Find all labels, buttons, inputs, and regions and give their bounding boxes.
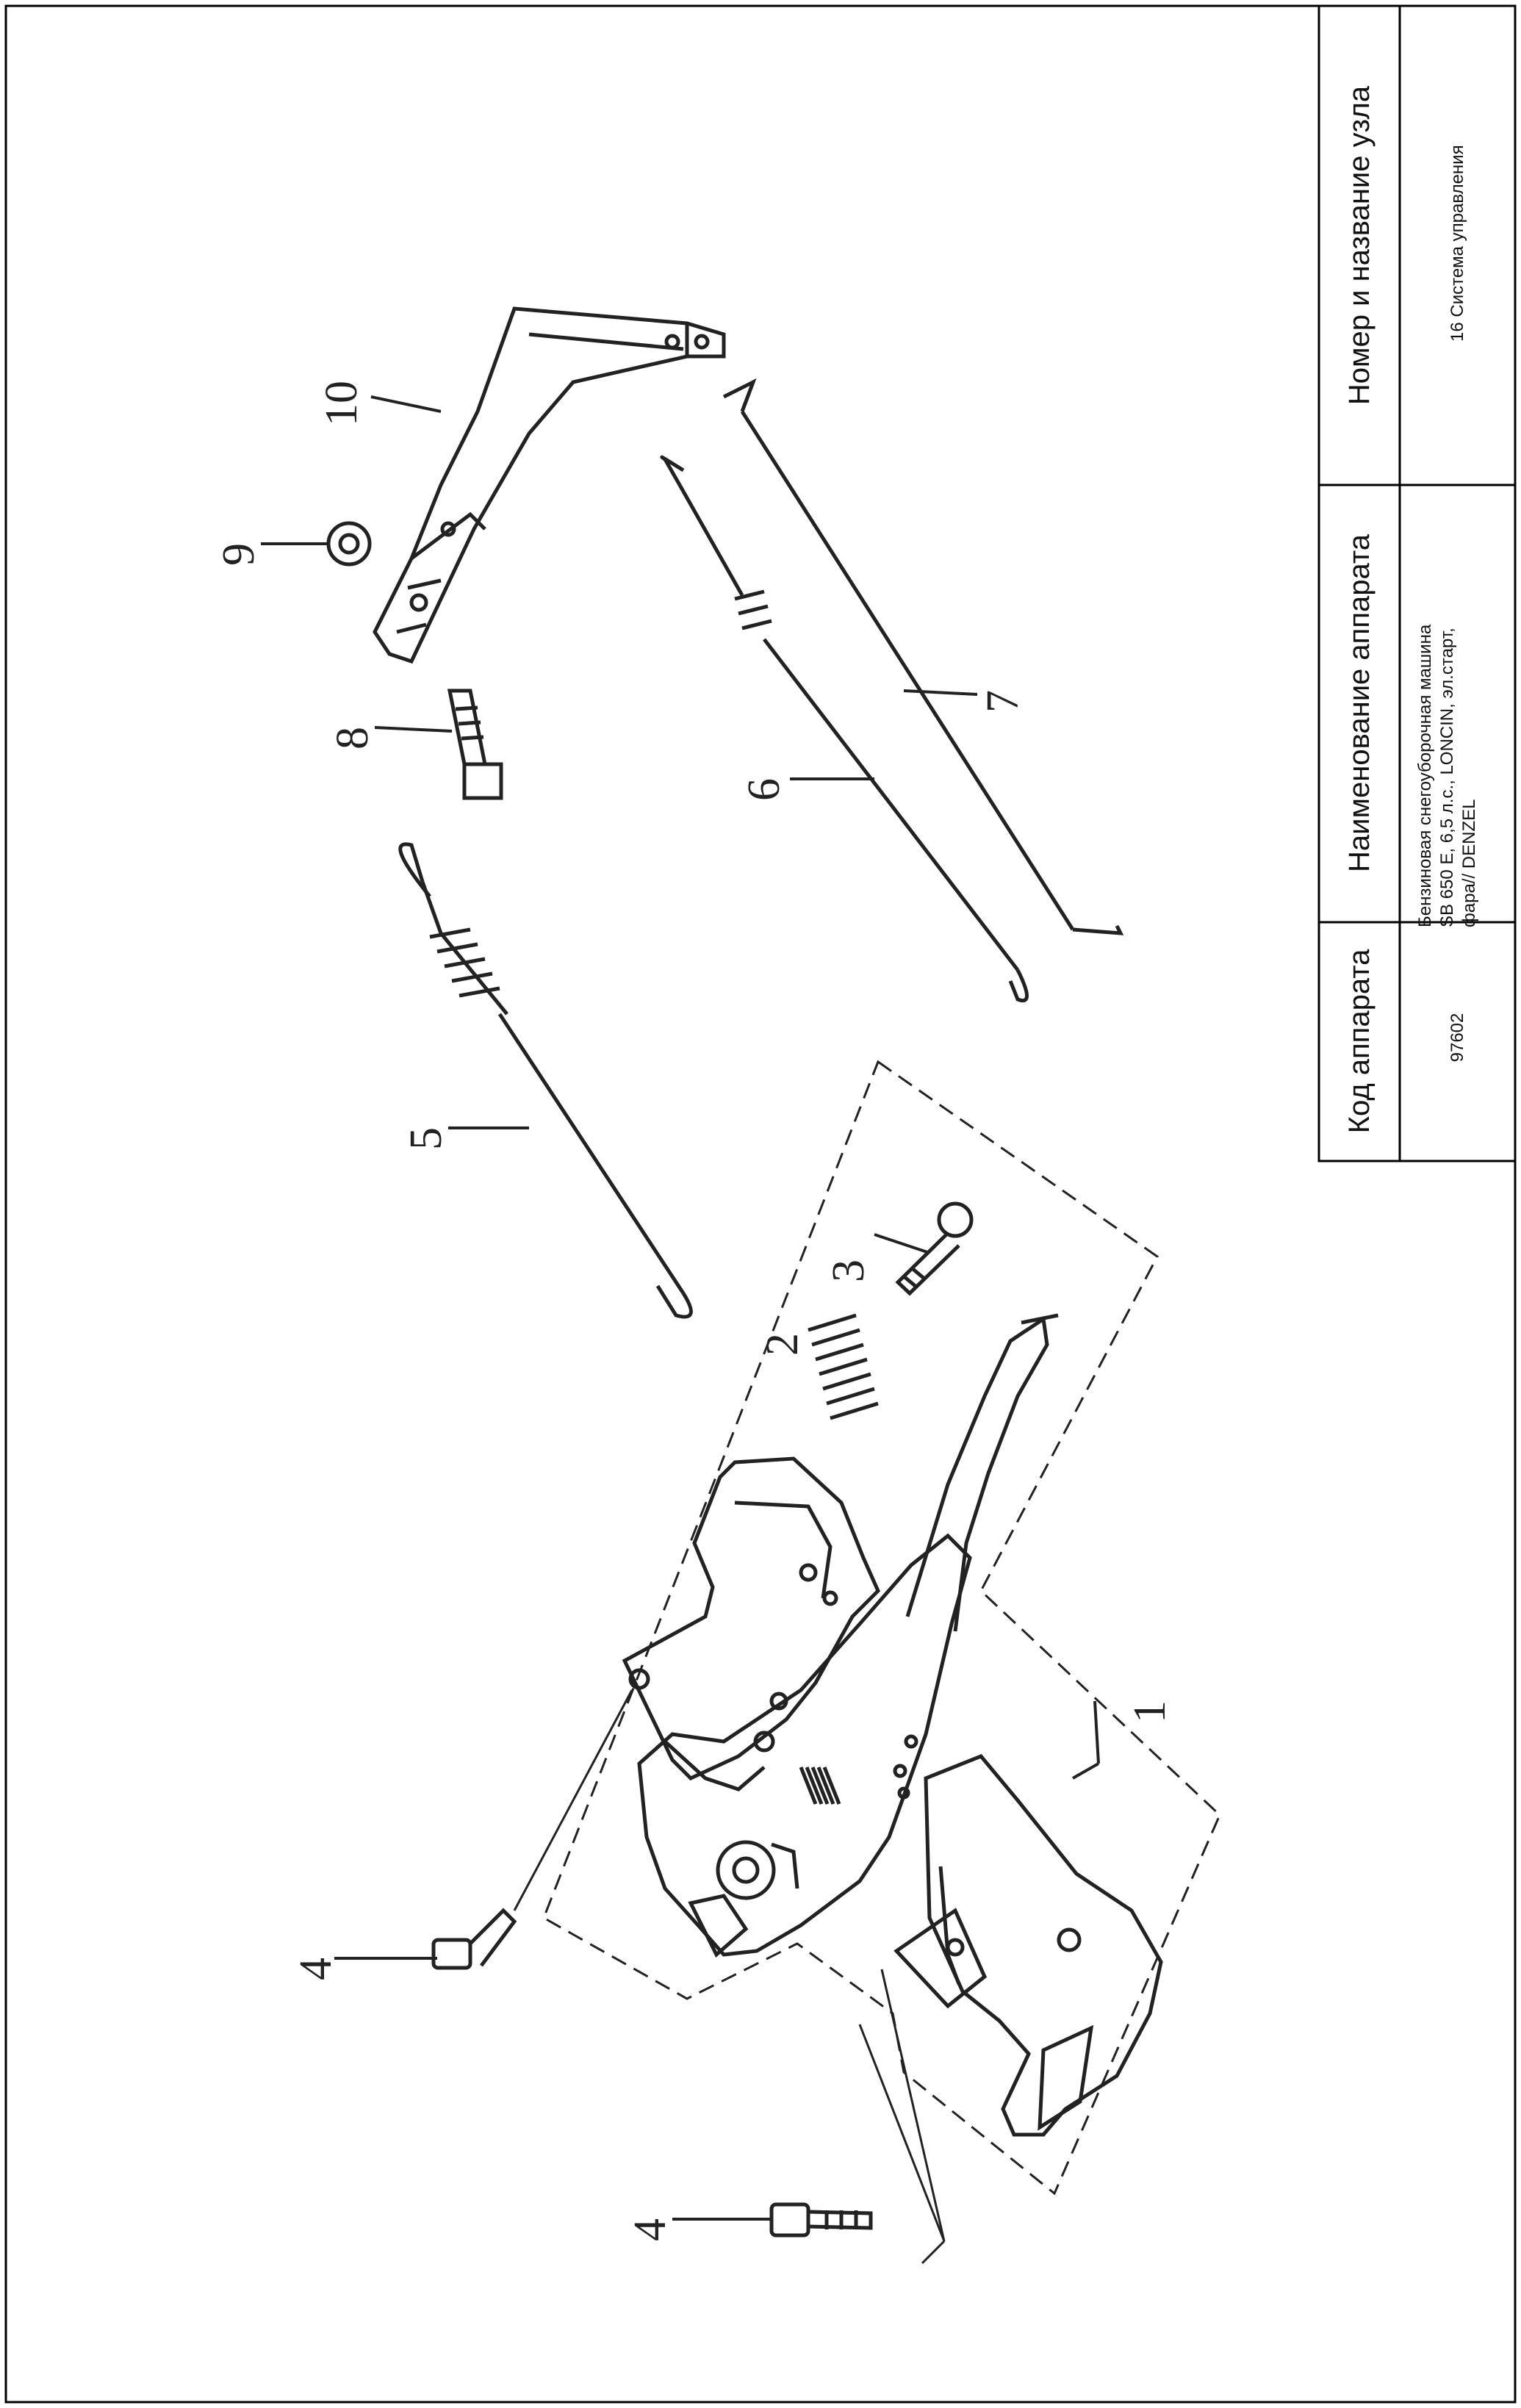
part-1-leader-b	[1072, 1762, 1099, 1780]
part-1-outline	[542, 1060, 1221, 2196]
header-unit: Номер и название узла	[1343, 85, 1376, 406]
part-4-bolt-upper	[431, 1908, 517, 1970]
value-name-line-3: фара// DENZEL	[1459, 799, 1479, 927]
page-border	[4, 4, 1517, 2404]
part-8-bolt	[447, 689, 503, 800]
callout-4-lower: 4	[625, 2218, 675, 2241]
part-8-leader	[374, 726, 453, 733]
part-4-lower-connector-b	[858, 2024, 946, 2242]
title-block-table	[1317, 4, 1517, 1162]
part-2-spring	[808, 1313, 879, 1420]
part-3-screw	[895, 1201, 974, 1296]
value-name-line-2: SB 650 E, 6,5 л.с., LONCIN, эл.старт,	[1437, 628, 1457, 927]
part-4-lower-connector-c	[921, 2240, 946, 2265]
part-6-rod	[660, 455, 1029, 1002]
callout-3: 3	[824, 1259, 874, 1282]
callout-9: 9	[214, 543, 264, 566]
callout-2: 2	[758, 1333, 808, 1356]
value-name: Бензиновая снегоуборочная машина SB 650 …	[1414, 486, 1495, 927]
part-5-spring-rod	[398, 842, 693, 1319]
callout-1: 1	[1125, 1700, 1175, 1723]
part-4-bolt-lower	[769, 2202, 873, 2238]
part-1-control-plate	[622, 1313, 1163, 2137]
part-9-nut	[326, 521, 372, 567]
part-3-leader	[874, 1233, 930, 1254]
part-4-lower-connector-a	[880, 1969, 946, 2242]
callout-5: 5	[401, 1127, 451, 1150]
part-1-leader	[1093, 1700, 1100, 1764]
part-10-bracket	[373, 306, 726, 664]
callout-7: 7	[978, 690, 1028, 713]
callout-8: 8	[328, 727, 378, 750]
value-unit: 16 Система управления	[1448, 145, 1467, 342]
value-name-line-1: Бензиновая снегоуборочная машина	[1415, 624, 1435, 927]
part-10-leader	[370, 395, 442, 413]
part-4-upper-connector	[513, 1689, 633, 1911]
callout-4-upper: 4	[291, 1958, 341, 1980]
part-7-leader	[903, 689, 978, 696]
header-name: Наименование аппарата	[1343, 534, 1376, 872]
callout-10: 10	[317, 381, 367, 426]
part-7-rod	[722, 378, 1124, 935]
callout-6: 6	[739, 778, 789, 801]
